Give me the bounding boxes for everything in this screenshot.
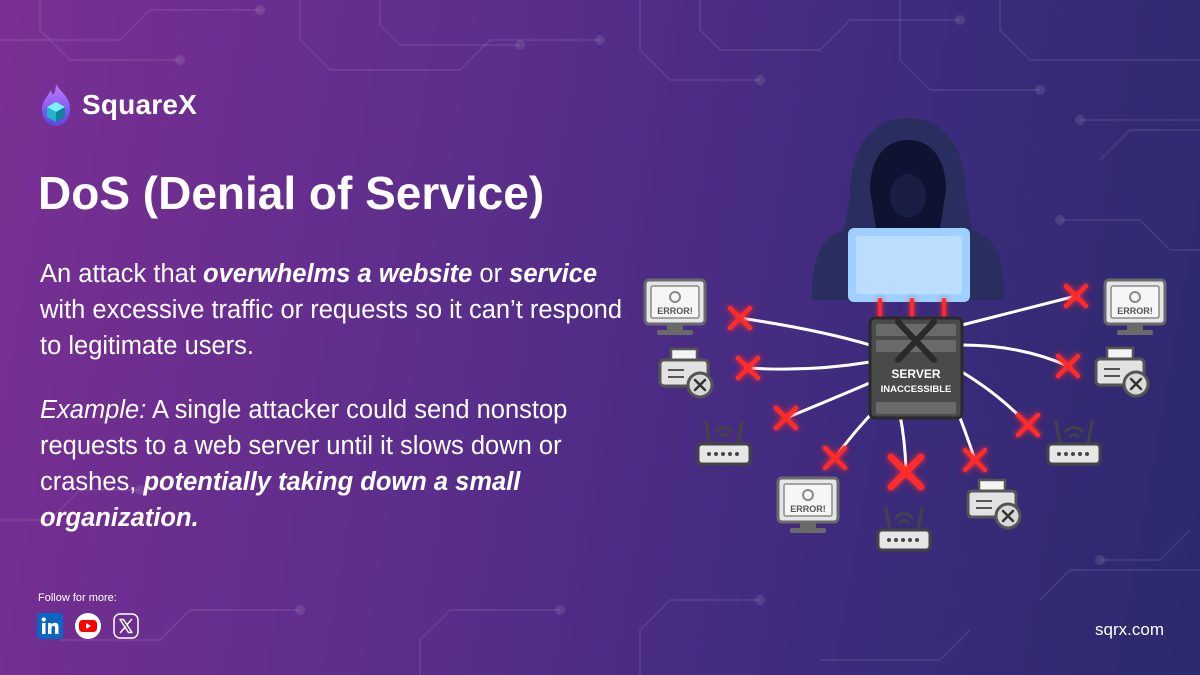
server-status-line1: SERVER: [891, 367, 940, 381]
router-icon: [876, 506, 932, 552]
error-label: ERROR!: [790, 504, 826, 514]
example-text: A single attacker could send nonstop req…: [40, 396, 568, 496]
description-emphasis: service: [509, 260, 598, 288]
x-icon[interactable]: [113, 613, 139, 639]
example: Example: A single attacker could send no…: [40, 392, 630, 536]
server-status-line2: INACCESSIBLE: [881, 384, 952, 395]
monitor-error-icon: ERROR!: [776, 476, 840, 535]
social-links: [37, 613, 139, 639]
flame-cube-icon: [42, 84, 70, 126]
hooded-hacker-icon: [812, 118, 1004, 302]
follow-label: Follow for more:: [38, 592, 117, 604]
printer-error-icon: [658, 347, 714, 399]
monitor-error-icon: ERROR!: [1103, 278, 1167, 337]
example-emphasis: potentially taking down a small organiza…: [40, 468, 521, 532]
dos-illustration: SERVER INACCESSIBLE ERROR! ERROR! ERROR!: [643, 118, 1167, 552]
brand-name: SquareX: [82, 89, 197, 120]
server-rack-icon: SERVER INACCESSIBLE: [868, 316, 964, 420]
example-label: Example:: [40, 396, 147, 424]
error-label: ERROR!: [657, 306, 693, 316]
description-text: or: [472, 260, 510, 288]
monitor-error-icon: ERROR!: [643, 278, 707, 337]
printer-error-icon: [966, 478, 1022, 530]
error-label: ERROR!: [1117, 306, 1153, 316]
page-title: DoS (Denial of Service): [38, 167, 545, 219]
router-icon: [696, 420, 752, 466]
description-emphasis: overwhelms a website: [203, 260, 473, 288]
linkedin-icon[interactable]: [37, 613, 63, 639]
description-text: An attack that: [40, 260, 204, 288]
description: An attack that overwhelms a website or s…: [40, 256, 630, 364]
brand-logo: SquareX: [36, 82, 197, 128]
website-url[interactable]: sqrx.com: [1095, 620, 1164, 639]
youtube-icon[interactable]: [75, 613, 101, 639]
router-icon: [1046, 420, 1102, 466]
description-text: with excessive traffic or requests so it…: [40, 296, 623, 360]
printer-error-icon: [1094, 346, 1150, 398]
